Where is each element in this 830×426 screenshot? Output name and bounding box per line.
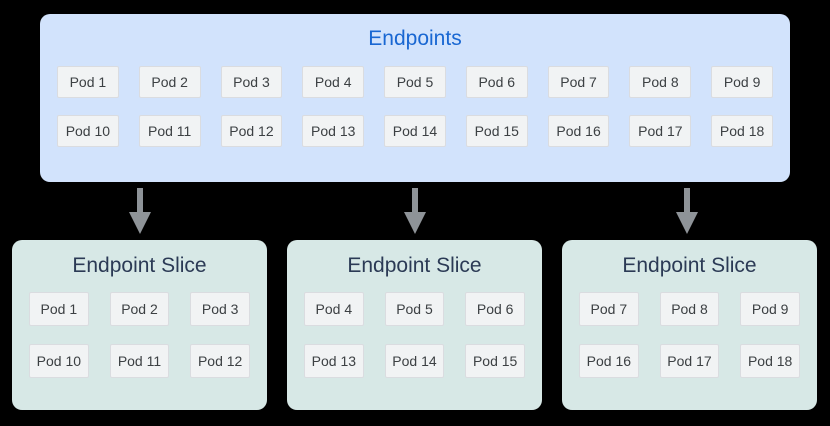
down-arrow-icon [402, 188, 428, 234]
pod-box: Pod 13 [302, 115, 365, 147]
pod-box: Pod 16 [579, 344, 639, 378]
down-arrow-icon [674, 188, 700, 234]
endpoint-slice-box-1: Endpoint Slice Pod 1 Pod 2 Pod 3 Pod 10 … [12, 240, 267, 410]
pod-box: Pod 10 [29, 344, 89, 378]
pod-box: Pod 11 [138, 115, 201, 147]
pod-box: Pod 7 [547, 66, 610, 98]
endpoints-pod-grid: Pod 1 Pod 2 Pod 3 Pod 4 Pod 5 Pod 6 Pod … [40, 66, 790, 147]
slice-pod-grid: Pod 1 Pod 2 Pod 3 Pod 10 Pod 11 Pod 12 [12, 292, 267, 378]
pod-box: Pod 7 [579, 292, 639, 326]
endpoints-box: Endpoints Pod 1 Pod 2 Pod 3 Pod 4 Pod 5 … [40, 14, 790, 182]
pod-box: Pod 8 [659, 292, 720, 326]
pod-box: Pod 15 [465, 344, 525, 378]
pod-box: Pod 1 [29, 292, 89, 326]
endpoint-slice-title: Endpoint Slice [347, 254, 482, 277]
pod-box: Pod 10 [57, 115, 119, 147]
pod-box: Pod 4 [304, 292, 364, 326]
pod-box: Pod 12 [190, 344, 250, 378]
pod-box: Pod 12 [220, 115, 283, 147]
pod-box: Pod 5 [384, 66, 446, 98]
endpoint-slice-box-3: Endpoint Slice Pod 7 Pod 8 Pod 9 Pod 16 … [562, 240, 817, 410]
pod-box: Pod 4 [302, 66, 365, 98]
endpoint-slice-box-2: Endpoint Slice Pod 4 Pod 5 Pod 6 Pod 13 … [287, 240, 542, 410]
pod-box: Pod 2 [109, 292, 170, 326]
pod-box: Pod 18 [740, 344, 800, 378]
pod-box: Pod 17 [629, 115, 692, 147]
pod-box: Pod 6 [465, 292, 525, 326]
down-arrow-icon [127, 188, 153, 234]
pod-box: Pod 2 [138, 66, 201, 98]
pod-box: Pod 15 [465, 115, 528, 147]
pod-box: Pod 14 [384, 344, 445, 378]
pod-box: Pod 8 [629, 66, 692, 98]
pod-box: Pod 13 [304, 344, 364, 378]
pod-box: Pod 14 [384, 115, 446, 147]
pod-box: Pod 5 [384, 292, 445, 326]
endpoints-title: Endpoints [368, 27, 462, 50]
pod-box: Pod 6 [465, 66, 528, 98]
endpoint-slice-title: Endpoint Slice [622, 254, 757, 277]
slice-pod-grid: Pod 7 Pod 8 Pod 9 Pod 16 Pod 17 Pod 18 [562, 292, 817, 378]
pod-box: Pod 3 [190, 292, 250, 326]
pod-box: Pod 1 [57, 66, 119, 98]
pod-box: Pod 9 [711, 66, 773, 98]
pod-box: Pod 3 [220, 66, 283, 98]
pod-box: Pod 16 [547, 115, 610, 147]
pod-box: Pod 17 [659, 344, 720, 378]
pod-box: Pod 11 [109, 344, 170, 378]
endpoint-slice-title: Endpoint Slice [72, 254, 207, 277]
slice-pod-grid: Pod 4 Pod 5 Pod 6 Pod 13 Pod 14 Pod 15 [287, 292, 542, 378]
pod-box: Pod 18 [711, 115, 773, 147]
pod-box: Pod 9 [740, 292, 800, 326]
